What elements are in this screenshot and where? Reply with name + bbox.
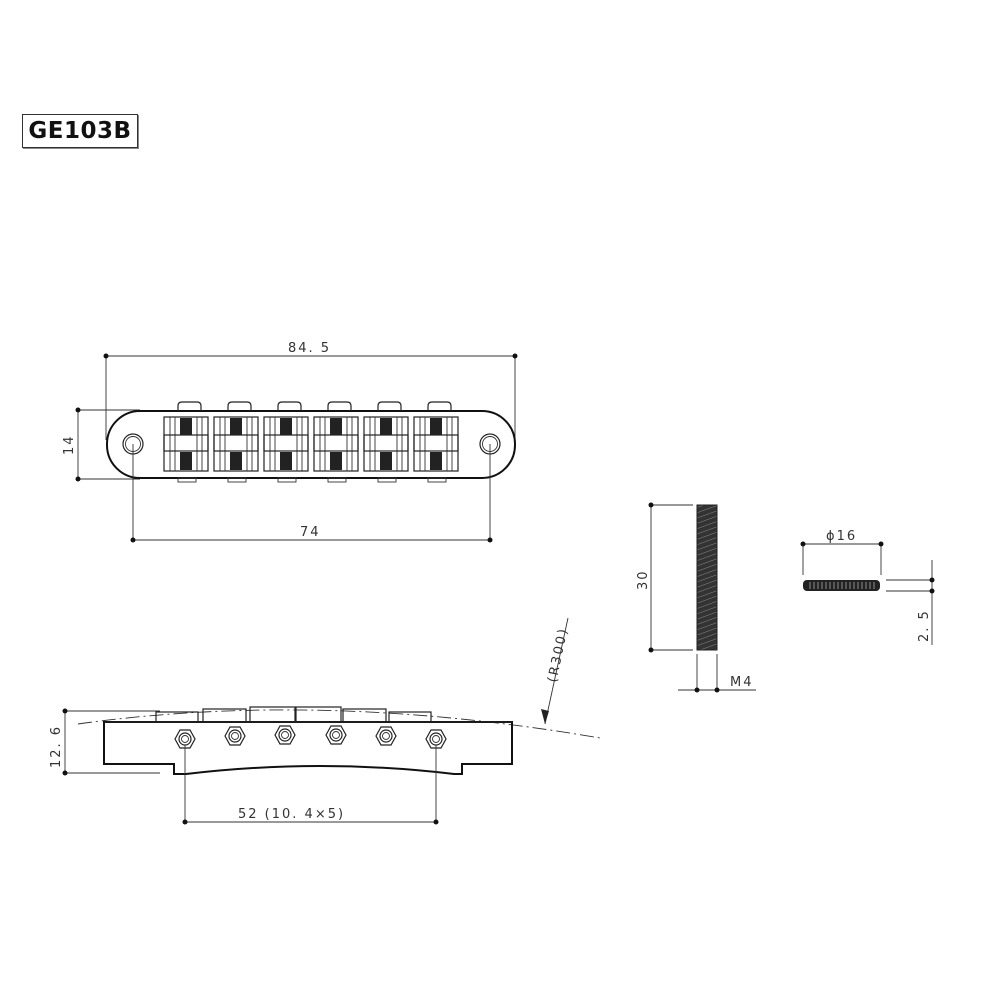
top-view: 84. 5 14 74 bbox=[62, 341, 518, 543]
thread-label: M4 bbox=[730, 675, 754, 690]
post-length-label: 30 bbox=[636, 569, 651, 590]
model-label: GE103B bbox=[22, 114, 138, 148]
overall-length-label: 84. 5 bbox=[288, 341, 331, 356]
diameter-label: ϕ16 bbox=[826, 529, 857, 544]
post-view: 30 M4 bbox=[636, 502, 756, 693]
thickness-label: 2. 5 bbox=[917, 609, 932, 642]
radius-label: (R300) bbox=[545, 626, 571, 684]
post-spacing-label: 74 bbox=[300, 525, 321, 540]
side-height-label: 12. 6 bbox=[49, 725, 64, 768]
string-spacing-label: 52 (10. 4×5) bbox=[238, 807, 345, 822]
thumbwheel-view: ϕ16 2. 5 bbox=[800, 529, 935, 645]
height-label: 14 bbox=[62, 434, 77, 455]
saddles bbox=[163, 401, 459, 483]
side-view: 12. 6 52 (10. 4×5) (R300) bbox=[49, 617, 601, 825]
hex-nuts bbox=[174, 725, 447, 749]
